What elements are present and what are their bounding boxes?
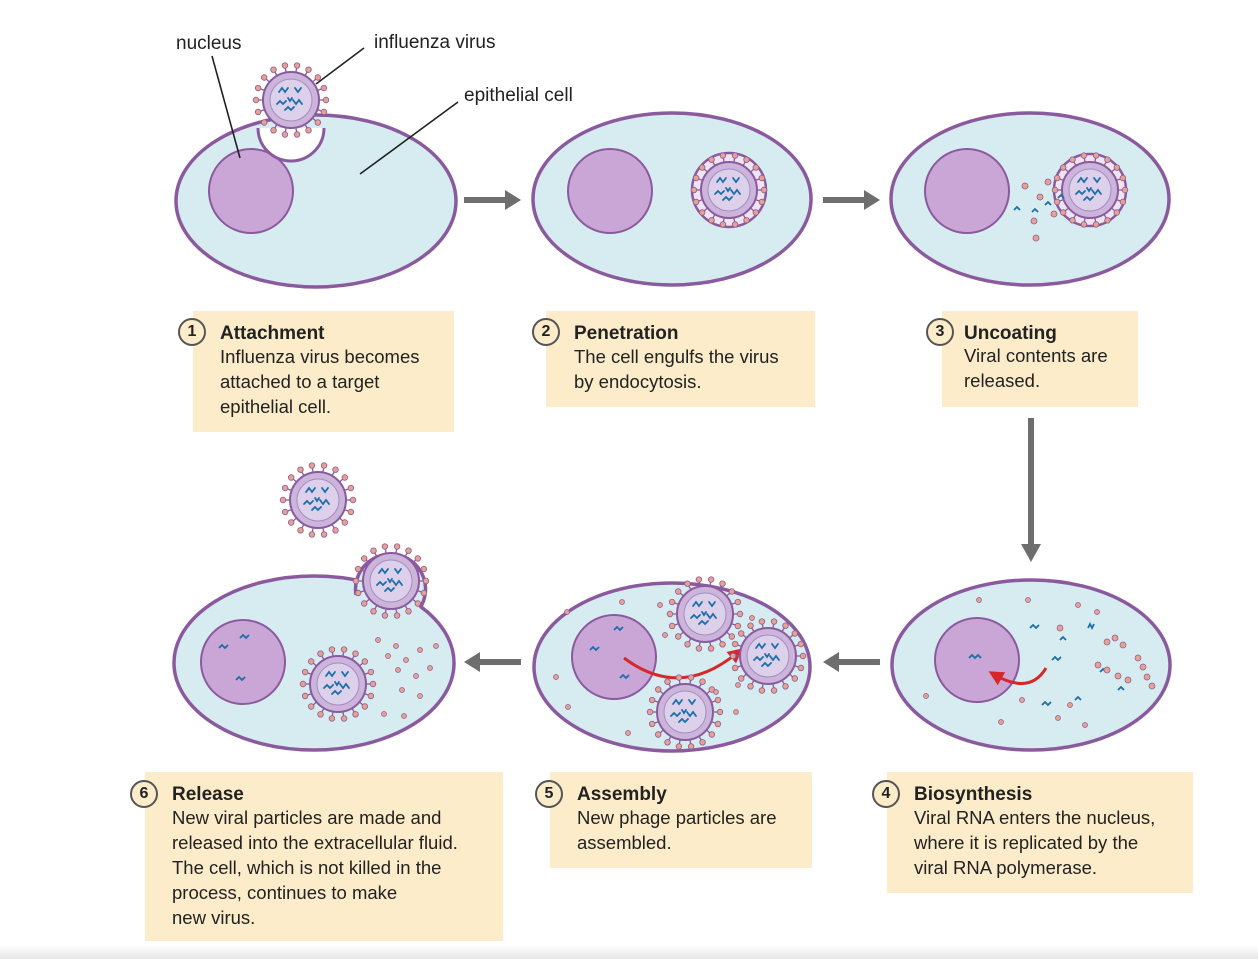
epithelial-cell-label: epithelial cell (464, 85, 573, 106)
step-1-description: Influenza virus becomes attached to a ta… (220, 346, 420, 417)
arrow-step4-to-step5 (823, 652, 880, 672)
arrow-step5-to-step6 (464, 652, 521, 672)
step-2-title: Penetration (574, 323, 679, 344)
step-4-box: Biosynthesis Viral RNA enters the nucleu… (887, 772, 1193, 893)
budding-virus (352, 543, 430, 619)
step-4-number-badge: 4 (872, 780, 900, 808)
bottom-edge-shadow (0, 945, 1258, 959)
assembling-virus-right (729, 618, 807, 694)
cell-attachment (174, 62, 458, 289)
assembling-virus-bottom (646, 674, 724, 750)
step-2-number-badge: 2 (532, 318, 560, 346)
cell-uncoating (889, 111, 1171, 287)
cell-penetration (531, 111, 813, 287)
step-4-title: Biosynthesis (914, 784, 1033, 805)
nucleus-2 (567, 148, 653, 234)
viral-rna-and-proteins (923, 597, 1156, 728)
nucleus-1 (208, 148, 294, 234)
arrow-step2-to-step3 (823, 190, 880, 210)
assembling-virus-top (666, 576, 744, 652)
arrow-step3-to-step4 (1021, 418, 1041, 562)
step-6-title: Release (172, 784, 244, 805)
released-free-virus (279, 462, 357, 538)
step-1-title: Attachment (220, 323, 325, 344)
step-2-description: The cell engulfs the virus by endocytosi… (574, 346, 779, 392)
nucleus-label: nucleus (176, 33, 242, 54)
released-viral-contents (1013, 178, 1065, 242)
nucleus-3 (924, 148, 1010, 234)
step-5-number-badge: 5 (535, 780, 563, 808)
virus-in-endosome (690, 152, 768, 228)
step-3-description: Viral contents are released. (964, 345, 1108, 391)
step-3-number-badge: 3 (926, 318, 954, 346)
nucleus-6 (200, 619, 286, 705)
step-6-description: New viral particles are made and release… (172, 807, 458, 928)
step-3-box: Uncoating Viral contents are released. (942, 311, 1138, 407)
label-pointer-lines (211, 47, 459, 175)
nucleus-5 (571, 614, 657, 700)
step-4-description: Viral RNA enters the nucleus, where it i… (914, 807, 1156, 878)
nucleus-4 (934, 617, 1020, 703)
assembly-proteins (553, 599, 755, 736)
arrow-step1-to-step2 (464, 190, 521, 210)
step-1-number-badge: 1 (178, 318, 206, 346)
virus-uncoating (1051, 152, 1129, 228)
step-6-number-badge: 6 (130, 780, 158, 808)
step-6-box: Release New viral particles are made and… (145, 772, 503, 941)
step-5-title: Assembly (577, 784, 667, 805)
influenza-virus-attaching (252, 62, 330, 138)
influenza-virus-label: influenza virus (374, 32, 495, 53)
step-5-description: New phage particles are assembled. (577, 807, 777, 853)
step-2-box: Penetration The cell engulfs the virus b… (546, 311, 815, 407)
cell-assembly (532, 576, 812, 753)
step-5-box: Assembly New phage particles are assembl… (550, 772, 812, 868)
rna-entry-arrow (988, 667, 1048, 686)
cell-biosynthesis (890, 578, 1172, 752)
step-3-title: Uncoating (964, 323, 1057, 344)
flow-arrows (464, 190, 1041, 672)
cell-release (172, 543, 456, 752)
release-proteins (375, 637, 439, 719)
step-1-box: Attachment Influenza virus becomes attac… (193, 311, 454, 432)
new-virus-in-cell (299, 646, 377, 722)
